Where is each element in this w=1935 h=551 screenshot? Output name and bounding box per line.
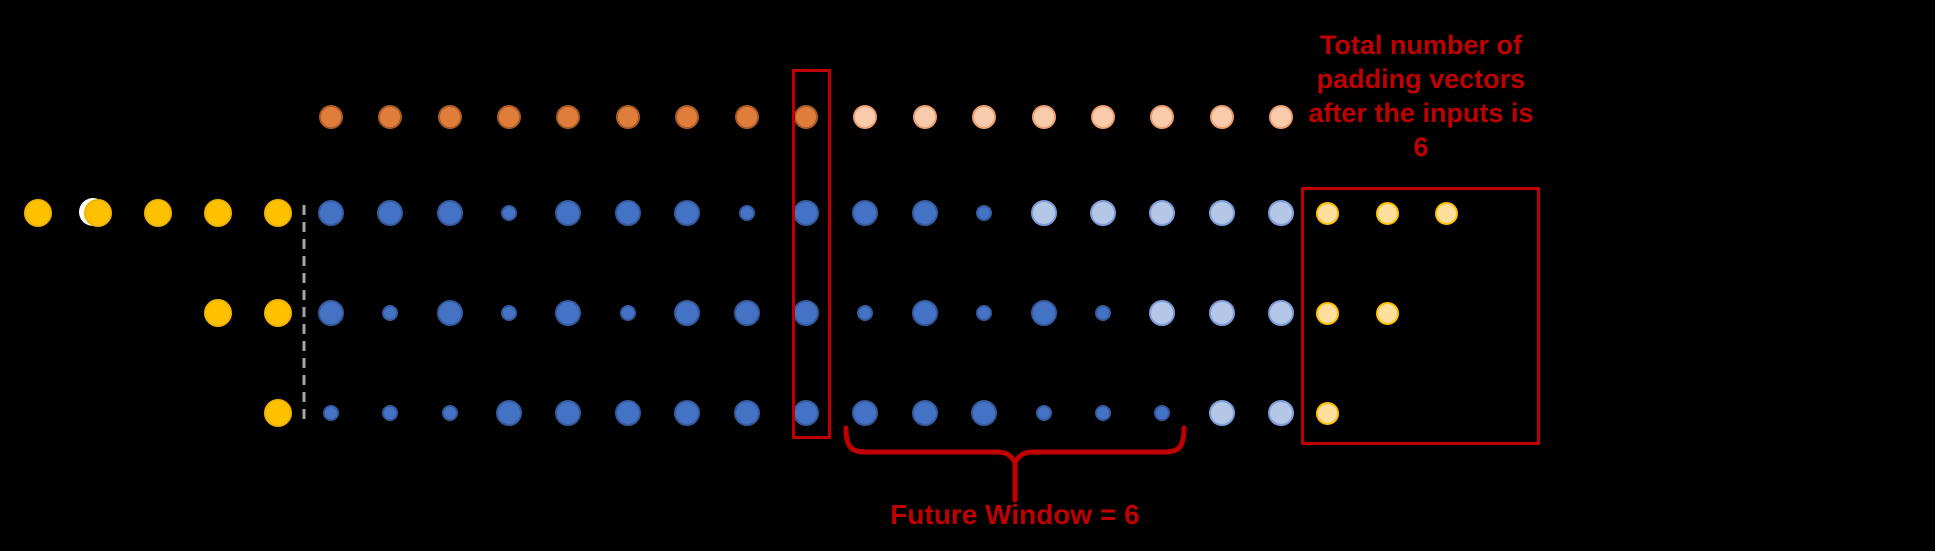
future-output-vector-dot <box>972 105 996 129</box>
padding-vector-dot <box>1434 201 1458 225</box>
future-hidden-state-dot <box>1209 400 1235 426</box>
future-output-vector-dot <box>913 105 937 129</box>
output-vector-dot <box>319 105 343 129</box>
hidden-state-dot <box>674 400 700 426</box>
hidden-state-dot <box>793 400 819 426</box>
padding-vector-dot <box>1375 301 1399 325</box>
future-output-vector-dot <box>1269 105 1293 129</box>
future-window-brace <box>843 425 1187 503</box>
hidden-state-dot <box>976 305 992 321</box>
input-vector-dot <box>144 199 172 227</box>
future-output-vector-dot <box>1091 105 1115 129</box>
output-vector-dot <box>556 105 580 129</box>
hidden-state-dot <box>1036 405 1052 421</box>
hidden-state-dot <box>382 405 398 421</box>
padding-vector-dot <box>1315 401 1339 425</box>
hidden-state-dot <box>976 205 992 221</box>
input-vector-dot <box>84 199 112 227</box>
input-vector-dot <box>264 399 292 427</box>
future-hidden-state-dot <box>1149 200 1175 226</box>
hidden-state-dot <box>912 300 938 326</box>
padding-vector-dot <box>1315 301 1339 325</box>
hidden-state-dot <box>501 305 517 321</box>
hidden-state-dot <box>555 200 581 226</box>
hidden-state-dot <box>734 300 760 326</box>
hidden-state-dot <box>323 405 339 421</box>
output-vector-dot <box>675 105 699 129</box>
hidden-state-dot <box>442 405 458 421</box>
hidden-state-dot <box>555 300 581 326</box>
output-vector-dot <box>794 105 818 129</box>
hidden-state-dot <box>496 400 522 426</box>
hidden-state-dot <box>912 400 938 426</box>
future-output-vector-dot <box>1032 105 1056 129</box>
hidden-state-dot <box>555 400 581 426</box>
hidden-state-dot <box>382 305 398 321</box>
hidden-state-dot <box>1154 405 1170 421</box>
padding-note-line: Total number of <box>1320 30 1522 60</box>
hidden-state-dot <box>734 400 760 426</box>
hidden-state-dot <box>318 200 344 226</box>
output-vector-dot <box>735 105 759 129</box>
future-hidden-state-dot <box>1209 300 1235 326</box>
hidden-state-dot <box>377 200 403 226</box>
future-output-vector-dot <box>1150 105 1174 129</box>
input-vector-dot <box>264 199 292 227</box>
output-vector-dot <box>378 105 402 129</box>
future-hidden-state-dot <box>1268 200 1294 226</box>
hidden-state-dot <box>615 200 641 226</box>
hidden-state-dot <box>912 200 938 226</box>
hidden-state-dot <box>857 305 873 321</box>
future-output-vector-dot <box>853 105 877 129</box>
hidden-state-dot <box>1095 405 1111 421</box>
padding-note-line: after the inputs is <box>1308 98 1534 128</box>
input-vector-dot <box>264 299 292 327</box>
input-vector-dot <box>204 299 232 327</box>
padding-vectors-box <box>1301 187 1540 445</box>
hidden-state-dot <box>1095 305 1111 321</box>
padding-note-label: Total number of padding vectors after th… <box>1291 28 1551 164</box>
output-vector-dot <box>616 105 640 129</box>
future-window-label: Future Window = 6 <box>890 499 1140 530</box>
hidden-state-dot <box>620 305 636 321</box>
future-hidden-state-dot <box>1209 200 1235 226</box>
future-hidden-state-dot <box>1090 200 1116 226</box>
hidden-state-dot <box>501 205 517 221</box>
hidden-state-dot <box>852 200 878 226</box>
padding-note-line: 6 <box>1413 132 1429 162</box>
future-hidden-state-dot <box>1268 400 1294 426</box>
output-vector-dot <box>438 105 462 129</box>
future-hidden-state-dot <box>1268 300 1294 326</box>
current-timestep-box <box>792 69 831 439</box>
hidden-state-dot <box>437 300 463 326</box>
hidden-state-dot <box>852 400 878 426</box>
hidden-state-dot <box>318 300 344 326</box>
padding-vector-dot <box>1315 201 1339 225</box>
hidden-state-dot <box>1031 300 1057 326</box>
hidden-state-dot <box>674 200 700 226</box>
input-vector-dot <box>24 199 52 227</box>
future-hidden-state-dot <box>1031 200 1057 226</box>
future-output-vector-dot <box>1210 105 1234 129</box>
hidden-state-dot <box>971 400 997 426</box>
hidden-state-dot <box>793 200 819 226</box>
future-hidden-state-dot <box>1149 300 1175 326</box>
input-vector-dot <box>204 199 232 227</box>
hidden-state-dot <box>437 200 463 226</box>
hidden-state-dot <box>739 205 755 221</box>
padding-vector-dot <box>1375 201 1399 225</box>
hidden-state-dot <box>615 400 641 426</box>
output-vector-dot <box>497 105 521 129</box>
hidden-state-dot <box>674 300 700 326</box>
padding-note-line: padding vectors <box>1316 64 1526 94</box>
